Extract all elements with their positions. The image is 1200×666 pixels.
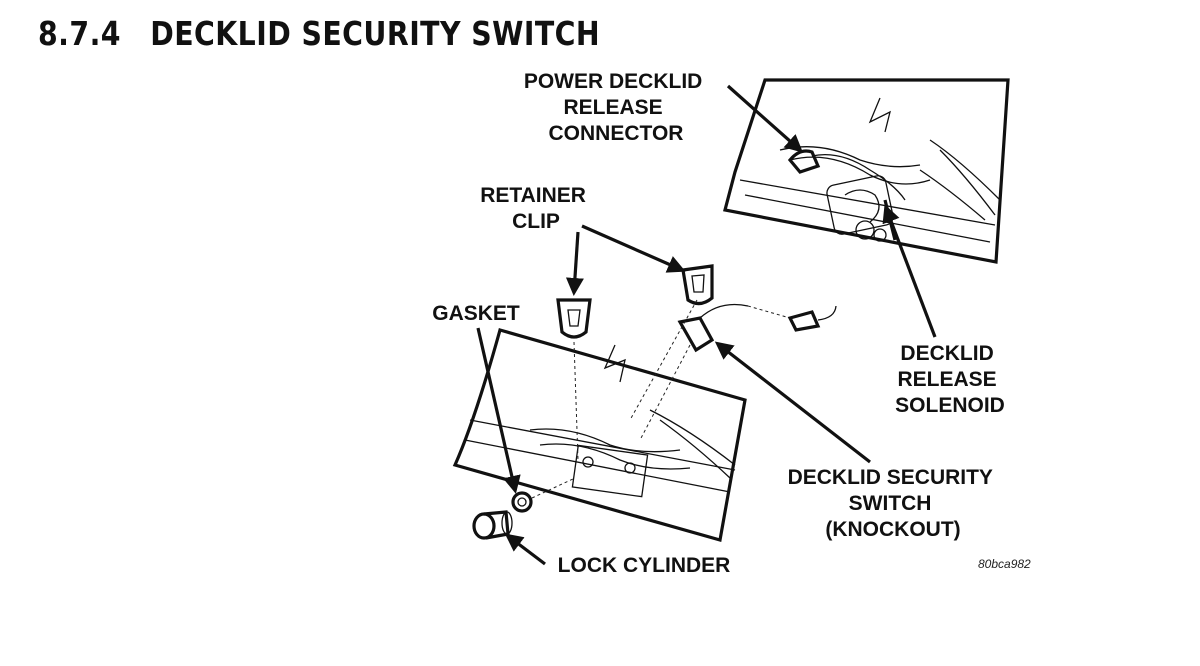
label-lock-cylinder: LOCK CYLINDER xyxy=(558,554,731,577)
gasket-part xyxy=(511,491,533,513)
section-number: 8.7.4 xyxy=(38,14,121,53)
figure-reference: 80bca982 xyxy=(978,557,1031,571)
alignment-line-left-clip xyxy=(573,341,579,461)
power-release-connector-shape xyxy=(787,149,906,201)
alignment-line-switch xyxy=(639,344,691,441)
alignment-line-right-clip xyxy=(629,299,698,421)
label-power-release-connector: POWER DECKLID RELEASE CONNECTOR xyxy=(524,70,708,145)
alignment-line-cylinder xyxy=(531,477,576,499)
label-gasket: GASKET xyxy=(432,302,520,325)
arrow-to-gasket xyxy=(476,327,521,494)
lower-decklid-panel xyxy=(452,328,747,543)
retainer-clip-right xyxy=(681,264,714,306)
arrow-to-switch xyxy=(714,341,871,464)
lock-cylinder-part xyxy=(472,510,513,540)
label-release-solenoid: DECKLID RELEASE SOLENOID xyxy=(895,342,1005,417)
label-security-switch: DECKLID SECURITY SWITCH (KNOCKOUT) xyxy=(788,466,999,541)
arrow-to-solenoid xyxy=(882,204,937,338)
section-heading: 8.7.4 DECKLID SECURITY SWITCH xyxy=(38,14,600,53)
arrow-to-clip-right xyxy=(581,224,686,273)
arrow-to-connector xyxy=(726,84,803,153)
label-retainer-clip: RETAINER CLIP xyxy=(480,184,592,233)
section-title: DECKLID SECURITY SWITCH xyxy=(150,14,601,53)
security-switch-part xyxy=(677,303,837,353)
release-solenoid-assembly xyxy=(826,175,897,242)
arrow-to-lock-cylinder xyxy=(504,533,546,566)
arrow-to-clip-left xyxy=(565,231,584,296)
retainer-clip-left xyxy=(556,298,592,339)
upper-decklid-panel xyxy=(723,78,1010,264)
